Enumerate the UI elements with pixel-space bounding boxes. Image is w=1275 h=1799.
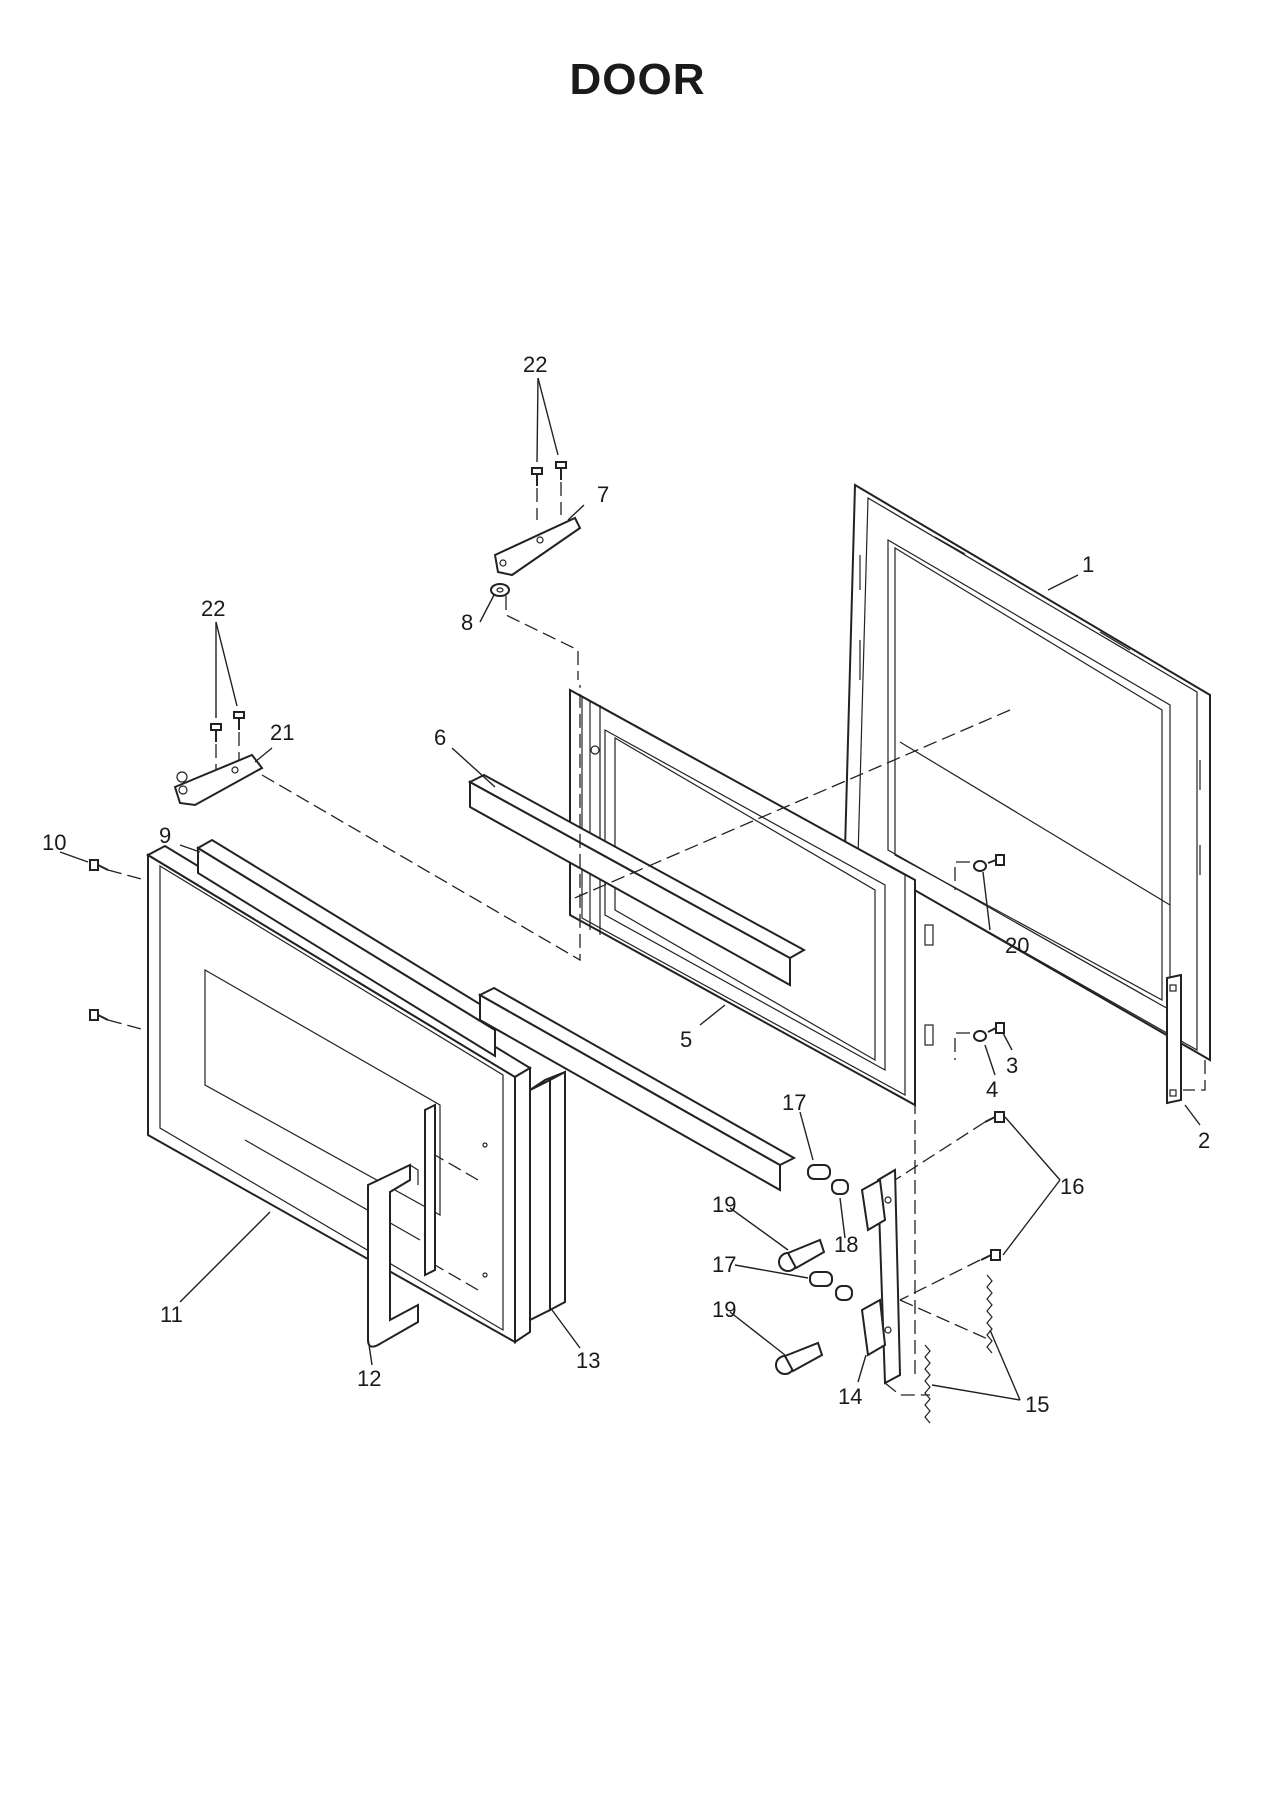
door-strip [1166, 973, 1182, 1105]
callout-8: 8 [461, 610, 473, 635]
callout-labels: 1 2 3 4 5 6 7 8 9 10 11 12 13 14 15 16 1… [42, 352, 1210, 1417]
callout-10: 10 [42, 830, 66, 855]
spring-right [986, 1274, 993, 1354]
roller-17-bottom [809, 1271, 853, 1301]
lower-insulation-bar [477, 986, 797, 1192]
screw-22-left-b [233, 711, 245, 730]
screw-22-left-a [210, 723, 222, 742]
callout-15: 15 [1025, 1392, 1049, 1417]
callout-14: 14 [838, 1384, 862, 1409]
callout-20: 20 [1005, 933, 1029, 958]
washer [490, 583, 510, 597]
callout-13: 13 [576, 1348, 600, 1373]
hinge-arm [860, 1168, 902, 1385]
callout-3: 3 [1006, 1053, 1018, 1078]
callout-19-bottom: 19 [712, 1297, 736, 1322]
cam-19-top [778, 1238, 826, 1272]
callout-16: 16 [1060, 1174, 1084, 1199]
upper-insulation-bar [467, 773, 807, 987]
callout-5: 5 [680, 1027, 692, 1052]
screw-lower-left [89, 1009, 109, 1021]
callout-19-top: 19 [712, 1192, 736, 1217]
callout-22-top: 22 [523, 352, 547, 377]
screw-16-top [984, 1111, 1005, 1123]
screw-16-bottom [980, 1249, 1001, 1261]
callout-21: 21 [270, 720, 294, 745]
callout-6: 6 [434, 725, 446, 750]
page-title: DOOR [569, 55, 706, 104]
top-hinge-bracket [493, 516, 582, 577]
screw-10 [89, 859, 109, 871]
callout-1: 1 [1082, 552, 1094, 577]
screw-3-4 [973, 1022, 1005, 1042]
outer-top-bar [196, 838, 511, 1058]
screw-22-top-left [531, 467, 543, 486]
roller-18 [831, 1179, 849, 1195]
spring-left [924, 1344, 931, 1424]
callout-12: 12 [357, 1366, 381, 1391]
callout-4: 4 [986, 1077, 998, 1102]
cam-19-bottom [775, 1341, 824, 1375]
screw-22-top-right [555, 461, 567, 480]
callout-18: 18 [834, 1232, 858, 1257]
roller-17-top [807, 1164, 831, 1180]
leader-lines [59, 377, 1201, 1401]
door-handle [367, 1103, 436, 1348]
side-bar [529, 1070, 566, 1322]
inner-glass-panel [843, 483, 1211, 1062]
callout-17-top: 17 [782, 1090, 806, 1115]
callout-2: 2 [1198, 1128, 1210, 1153]
left-hinge-bracket [173, 753, 264, 807]
callout-7: 7 [597, 482, 609, 507]
callout-11: 11 [160, 1302, 183, 1327]
alignment-lines [107, 482, 1206, 1396]
callout-22-left: 22 [201, 596, 225, 621]
screw-20 [973, 854, 1005, 872]
callout-9: 9 [159, 823, 171, 848]
callout-17-bottom: 17 [712, 1252, 736, 1277]
